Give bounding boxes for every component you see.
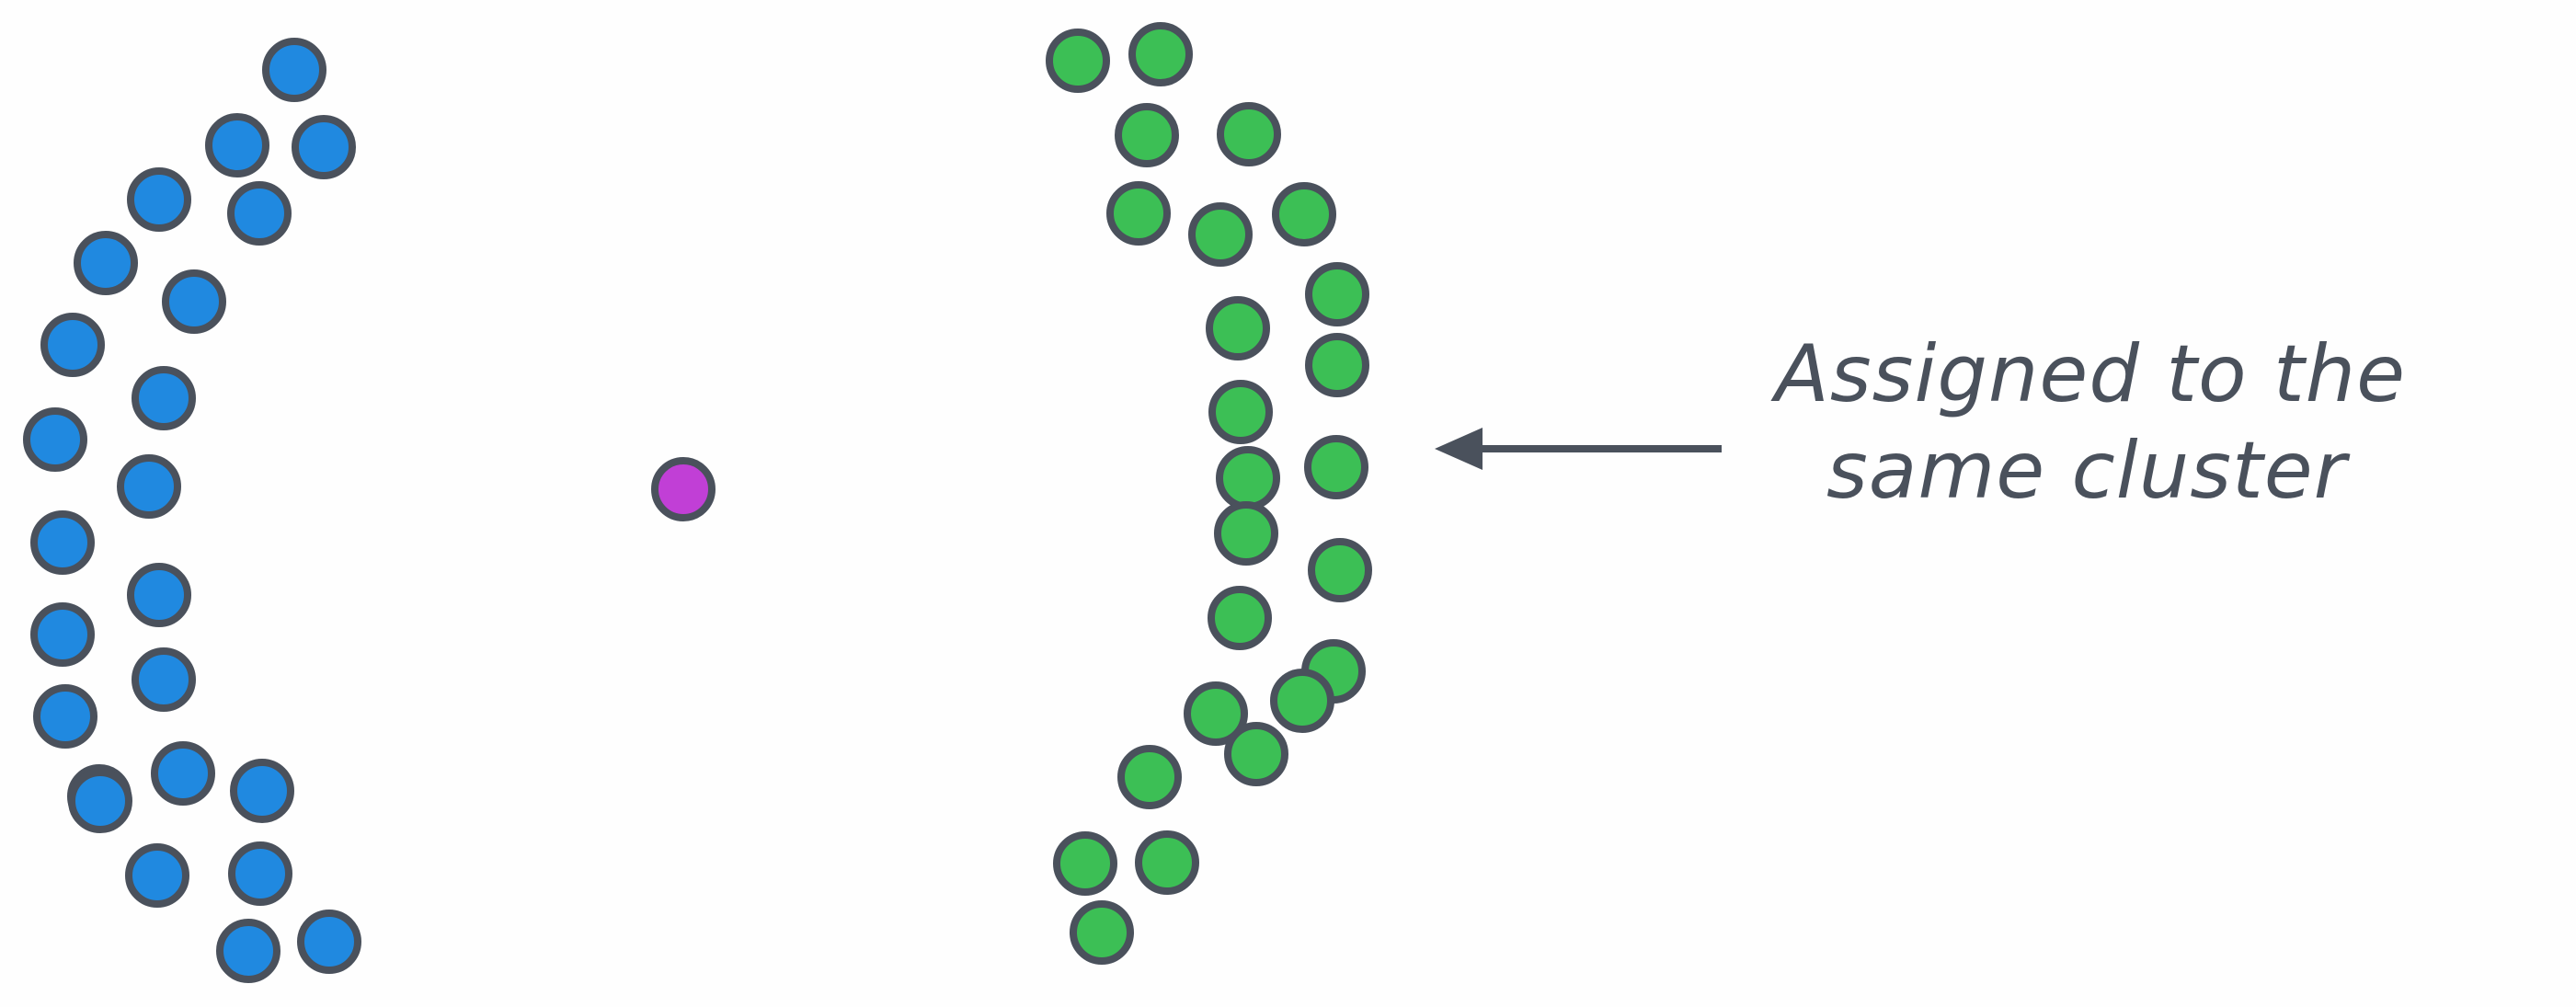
data-point-cluster-green-12: [1304, 435, 1368, 499]
data-point-cluster-green-19: [1117, 745, 1182, 809]
data-point-cluster-green-6: [1272, 182, 1336, 246]
data-point-cluster-green-4: [1106, 181, 1171, 246]
series-cluster-blue: [23, 38, 361, 983]
data-point-outlier-point-0: [651, 457, 716, 521]
data-point-cluster-green-9: [1208, 380, 1273, 444]
data-point-cluster-blue-23: [297, 910, 361, 974]
data-point-cluster-blue-20: [228, 841, 292, 906]
data-point-cluster-blue-13: [30, 602, 95, 667]
data-point-cluster-green-11: [1216, 446, 1280, 510]
data-point-cluster-green-5: [1188, 202, 1253, 267]
data-point-cluster-green-20: [1224, 722, 1288, 786]
data-point-cluster-green-13: [1214, 501, 1278, 566]
data-point-cluster-blue-15: [33, 684, 97, 749]
data-point-cluster-blue-1: [205, 113, 269, 177]
data-point-cluster-blue-12: [127, 563, 191, 627]
data-point-cluster-blue-6: [162, 269, 226, 334]
data-point-cluster-green-14: [1308, 538, 1372, 602]
data-point-cluster-blue-3: [127, 167, 191, 232]
data-point-cluster-blue-22: [216, 919, 280, 983]
data-point-cluster-green-15: [1208, 586, 1272, 650]
data-point-cluster-green-23: [1070, 900, 1134, 965]
data-point-cluster-blue-5: [74, 231, 138, 295]
data-point-cluster-blue-9: [23, 407, 87, 472]
data-point-cluster-blue-17: [151, 741, 215, 806]
data-point-cluster-blue-10: [117, 454, 181, 519]
arrow-layer: [1435, 428, 1722, 470]
series-outlier-point: [651, 457, 716, 521]
data-point-cluster-green-2: [1115, 103, 1179, 167]
data-point-cluster-green-21: [1053, 831, 1117, 896]
data-point-cluster-green-8: [1305, 262, 1369, 326]
data-point-cluster-blue-14: [132, 647, 196, 712]
data-point-cluster-blue-11: [30, 510, 95, 575]
data-point-cluster-green-17: [1184, 681, 1248, 746]
data-point-cluster-blue-19: [125, 843, 189, 908]
data-point-cluster-blue-4: [227, 181, 292, 246]
arrow-head-icon: [1435, 428, 1483, 470]
data-point-cluster-green-18: [1270, 669, 1334, 733]
data-point-cluster-blue-18: [230, 759, 294, 823]
data-point-cluster-green-3: [1217, 102, 1281, 166]
data-point-cluster-green-7: [1206, 296, 1270, 360]
series-cluster-green: [1046, 22, 1372, 965]
data-point-cluster-blue-21: [68, 769, 132, 833]
data-point-cluster-blue-2: [292, 115, 356, 179]
data-point-cluster-green-1: [1128, 22, 1193, 86]
data-point-cluster-blue-8: [132, 366, 196, 430]
data-point-cluster-green-22: [1135, 830, 1199, 895]
data-point-cluster-blue-0: [262, 38, 326, 102]
data-point-cluster-blue-7: [40, 313, 105, 377]
data-point-cluster-green-0: [1046, 29, 1110, 93]
data-point-layer: [23, 22, 1372, 983]
data-point-cluster-green-10: [1305, 333, 1369, 397]
